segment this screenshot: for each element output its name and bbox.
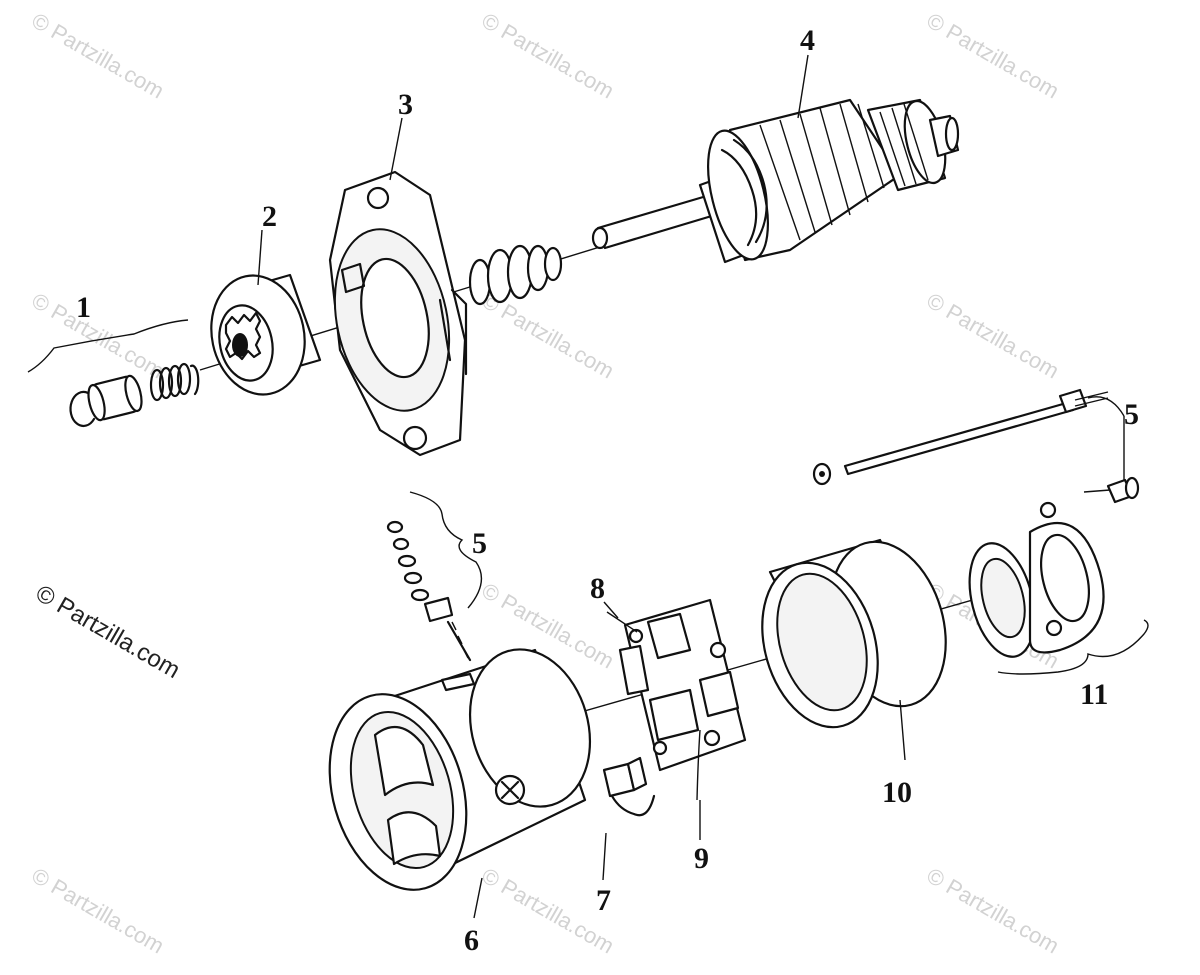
part-8-9-brush-holder bbox=[606, 598, 747, 801]
armature-spring bbox=[468, 244, 563, 306]
part-1-clip-bushing-spring bbox=[69, 362, 200, 428]
callout-4: 4 bbox=[800, 24, 815, 57]
leader-lines bbox=[27, 54, 809, 919]
prominent-watermark: © Partzilla.com bbox=[31, 580, 185, 684]
part-6-field-frame bbox=[328, 648, 592, 891]
callout-9: 9 bbox=[694, 842, 709, 875]
watermark-text: © Partzilla.com bbox=[28, 863, 169, 959]
part-3-drive-housing bbox=[328, 170, 468, 457]
callout-10: 10 bbox=[882, 776, 912, 809]
callout-2: 2 bbox=[262, 200, 277, 233]
watermark-text: © Partzilla.com bbox=[923, 863, 1064, 959]
callout-5-upper: 5 bbox=[1124, 398, 1139, 431]
part-5-nut-washer-stack bbox=[386, 491, 483, 662]
commutator-bars bbox=[879, 103, 929, 187]
watermark-text: © Partzilla.com bbox=[923, 288, 1064, 384]
callout-11: 11 bbox=[1080, 678, 1108, 711]
watermark-text: © Partzilla.com bbox=[28, 8, 169, 104]
callout-8: 8 bbox=[590, 572, 605, 605]
part-11-gasket-and-plate bbox=[968, 501, 1149, 675]
part-5-through-bolt-and-screw bbox=[812, 388, 1140, 504]
part-4-armature bbox=[591, 98, 960, 264]
watermark-text: © Partzilla.com bbox=[28, 288, 169, 384]
callout-3: 3 bbox=[398, 88, 413, 121]
watermark-text: © Partzilla.com bbox=[923, 8, 1064, 104]
part-2-pinion-drive bbox=[210, 273, 322, 396]
spring-coils bbox=[149, 362, 200, 402]
armature-windings bbox=[720, 103, 885, 247]
watermark-text: © Partzilla.com bbox=[478, 8, 619, 104]
callout-5-left: 5 bbox=[472, 527, 487, 560]
callout-7: 7 bbox=[596, 884, 611, 917]
callout-1: 1 bbox=[76, 291, 91, 324]
callout-6: 6 bbox=[464, 924, 479, 957]
part-7-brush bbox=[602, 756, 656, 817]
part-10-end-cover bbox=[761, 538, 947, 761]
callout-labels: 1 2 3 4 5 5 6 7 8 9 10 11 bbox=[76, 24, 1139, 957]
